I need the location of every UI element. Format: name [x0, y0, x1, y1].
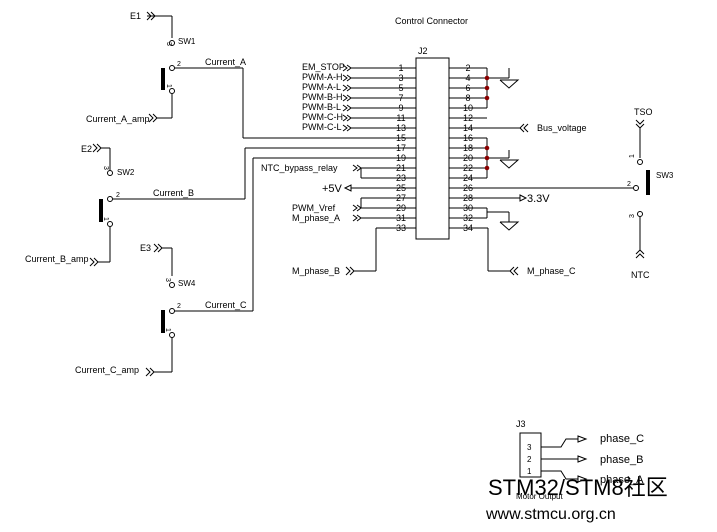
label-pwm-c-l: PWM-C-L — [302, 122, 342, 132]
sw2-net-amp: Current_B_amp — [25, 254, 89, 264]
label-pwm-a-h: PWM-A-H — [302, 72, 343, 82]
sw4-pin-bot: 1 — [164, 328, 171, 332]
sw1-net-in: E1 — [130, 11, 141, 21]
sw2-net-out: Current_B — [153, 188, 194, 198]
sw2-net-in: E2 — [81, 144, 92, 154]
label-ntc-bypass-relay: NTC_bypass_relay — [261, 163, 338, 173]
sw4-pin-top: 3 — [164, 278, 171, 282]
label-em-stop: EM_STOP — [302, 62, 345, 72]
label-pwm-a-l: PWM-A-L — [302, 82, 341, 92]
j2-left-signals: EM_STOP PWM-A-H PWM-A-L PWM-B-H PWM-B-L … — [261, 62, 385, 223]
sw4-net-out: Current_C — [205, 300, 247, 310]
watermark: STM32/STM8社区 www.stmcu.org.cn — [485, 475, 668, 523]
sw4-net-amp: Current_C_amp — [75, 365, 139, 375]
label-pwm-b-l: PWM-B-L — [302, 102, 341, 112]
diagram-title: Control Connector — [395, 16, 468, 26]
sw1-pin-bot: 1 — [165, 84, 172, 88]
sw1-pin-mid: 2 — [177, 61, 181, 68]
sw1-ref: SW1 — [178, 37, 196, 46]
watermark-line1: STM32/STM8社区 — [488, 475, 668, 500]
ground-symbol-2 — [499, 159, 520, 169]
label-pwm-c-h: PWM-C-H — [302, 112, 343, 122]
sw3-pin-bot: 3 — [629, 214, 636, 218]
label-m-phase-c: M_phase_C — [527, 266, 576, 276]
j3-pin-3: 3 — [527, 443, 532, 452]
label-bus-voltage: Bus_voltage — [537, 123, 587, 133]
j2-body — [415, 57, 450, 240]
sw2-pin-bot: 1 — [102, 217, 109, 221]
label-pwm-vref: PWM_Vref — [292, 203, 336, 213]
j3-motor-output: J3 3 2 1 phase_C phase_B phase_A Motor O… — [516, 419, 644, 501]
sw3-top-net: TSO — [634, 107, 653, 117]
label-5v: +5V — [322, 183, 343, 195]
label-m-phase-b: M_phase_B — [292, 266, 340, 276]
arrow-3v3 — [519, 194, 528, 202]
sw3-pin-mid: 2 — [627, 181, 631, 188]
sw3-bottom-net: NTC — [631, 270, 650, 280]
phase-a-label: phase_A — [600, 474, 644, 486]
sw1-net-amp: Current_A_amp — [86, 114, 150, 124]
j3-caption: Motor Output — [516, 492, 563, 501]
sw2-pin-top: 3 — [102, 166, 109, 170]
j3-ref: J3 — [516, 419, 526, 429]
sw2-pin-mid: 2 — [116, 192, 120, 199]
j3-body — [519, 432, 542, 478]
label-m-phase-a: M_phase_A — [292, 213, 340, 223]
switch-sw2: E2 3 SW2 2 Current_B 1 Current_B_amp — [25, 143, 246, 267]
sw3-pin-top: 1 — [629, 154, 636, 158]
j2-left-wires — [243, 67, 416, 271]
j3-pin-2: 2 — [527, 455, 532, 464]
sw4-pin-mid: 2 — [177, 303, 181, 310]
j2-ref: J2 — [418, 46, 428, 56]
sw1-pin-top: 3 — [165, 42, 172, 46]
sw3-ref: SW3 — [656, 171, 674, 180]
sw4-ref: SW4 — [178, 279, 196, 288]
phase-c-label: phase_C — [600, 433, 644, 445]
switch-sw3: TSO 1 SW3 2 3 NTC — [627, 107, 674, 280]
watermark-line2: www.stmcu.org.cn — [485, 506, 616, 523]
switch-sw1: E1 3 SW1 2 Current_A 1 Current_A_amp — [86, 11, 246, 138]
j3-pin-1: 1 — [527, 467, 532, 476]
phase-b-label: phase_B — [600, 454, 643, 466]
ground-symbol-1 — [499, 79, 520, 89]
label-pwm-b-h: PWM-B-H — [302, 92, 343, 102]
sw2-ref: SW2 — [117, 168, 135, 177]
ground-symbol-3 — [499, 221, 520, 231]
sw4-net-in: E3 — [140, 243, 151, 253]
label-3v3: 3.3V — [527, 193, 550, 205]
junction-dots — [484, 75, 490, 171]
switch-sw4: E3 3 SW4 2 Current_C 1 Current_C_amp — [75, 158, 254, 377]
sw1-net-out: Current_A — [205, 57, 246, 67]
arrow-5v — [343, 184, 352, 192]
